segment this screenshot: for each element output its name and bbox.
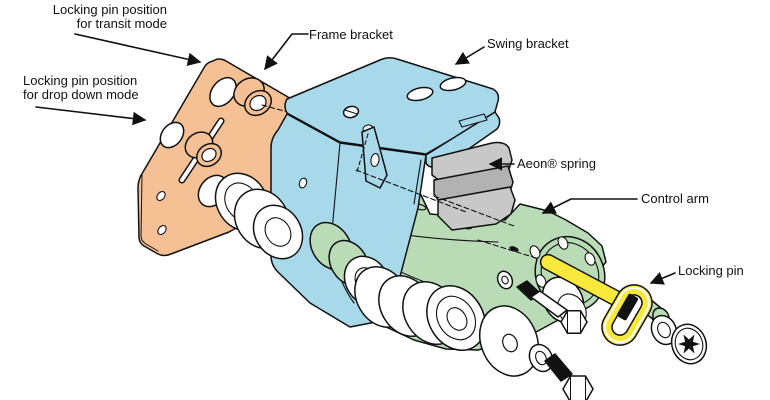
pin-washer [650,314,678,346]
upper-bolt [516,280,588,335]
locking-pin-illustration [539,253,653,346]
label-frame-bracket: Frame bracket [309,27,393,42]
arm-bushing-tube [354,266,486,351]
label-locking-pin: Locking pin [678,263,744,278]
label-transit-mode: Locking pin position for transit mode [17,3,167,31]
label-dropdown-mode: Locking pin position for drop down mode [23,74,139,102]
leader-frame-bracket [264,33,309,71]
pin-axis-dashed-line [477,239,537,259]
small-washer-lower [528,343,554,373]
leader-control-arm [541,198,638,214]
transit-pin-hole-bushing [233,77,272,117]
label-transit-line2: for transit mode [76,15,167,31]
label-aeon-spring: Aeon® spring [517,156,596,171]
hardware-parts [354,266,708,400]
leader-transit [74,33,202,66]
disc-washer [478,305,540,377]
label-control-arm: Control arm [641,191,709,206]
small-washer-upper [496,270,514,290]
label-swing-bracket: Swing bracket [487,36,569,51]
leader-arrows [35,33,676,285]
label-dropdown-line1: Locking pin position [23,73,138,88]
castle-nut [670,323,708,365]
transit-axis-dashed-line [261,104,307,118]
leader-swing-bracket [454,46,485,65]
label-dropdown-line2: for drop down mode [23,86,139,102]
leader-dropdown [35,106,147,126]
aeon-spring-illustration [355,141,516,231]
leader-locking-pin [649,272,676,285]
dropdown-pin-hole-bushing [184,131,222,168]
screw-detail [342,105,360,119]
label-transit-line1: Locking pin position [52,2,167,17]
bottom-bolt [544,353,594,400]
